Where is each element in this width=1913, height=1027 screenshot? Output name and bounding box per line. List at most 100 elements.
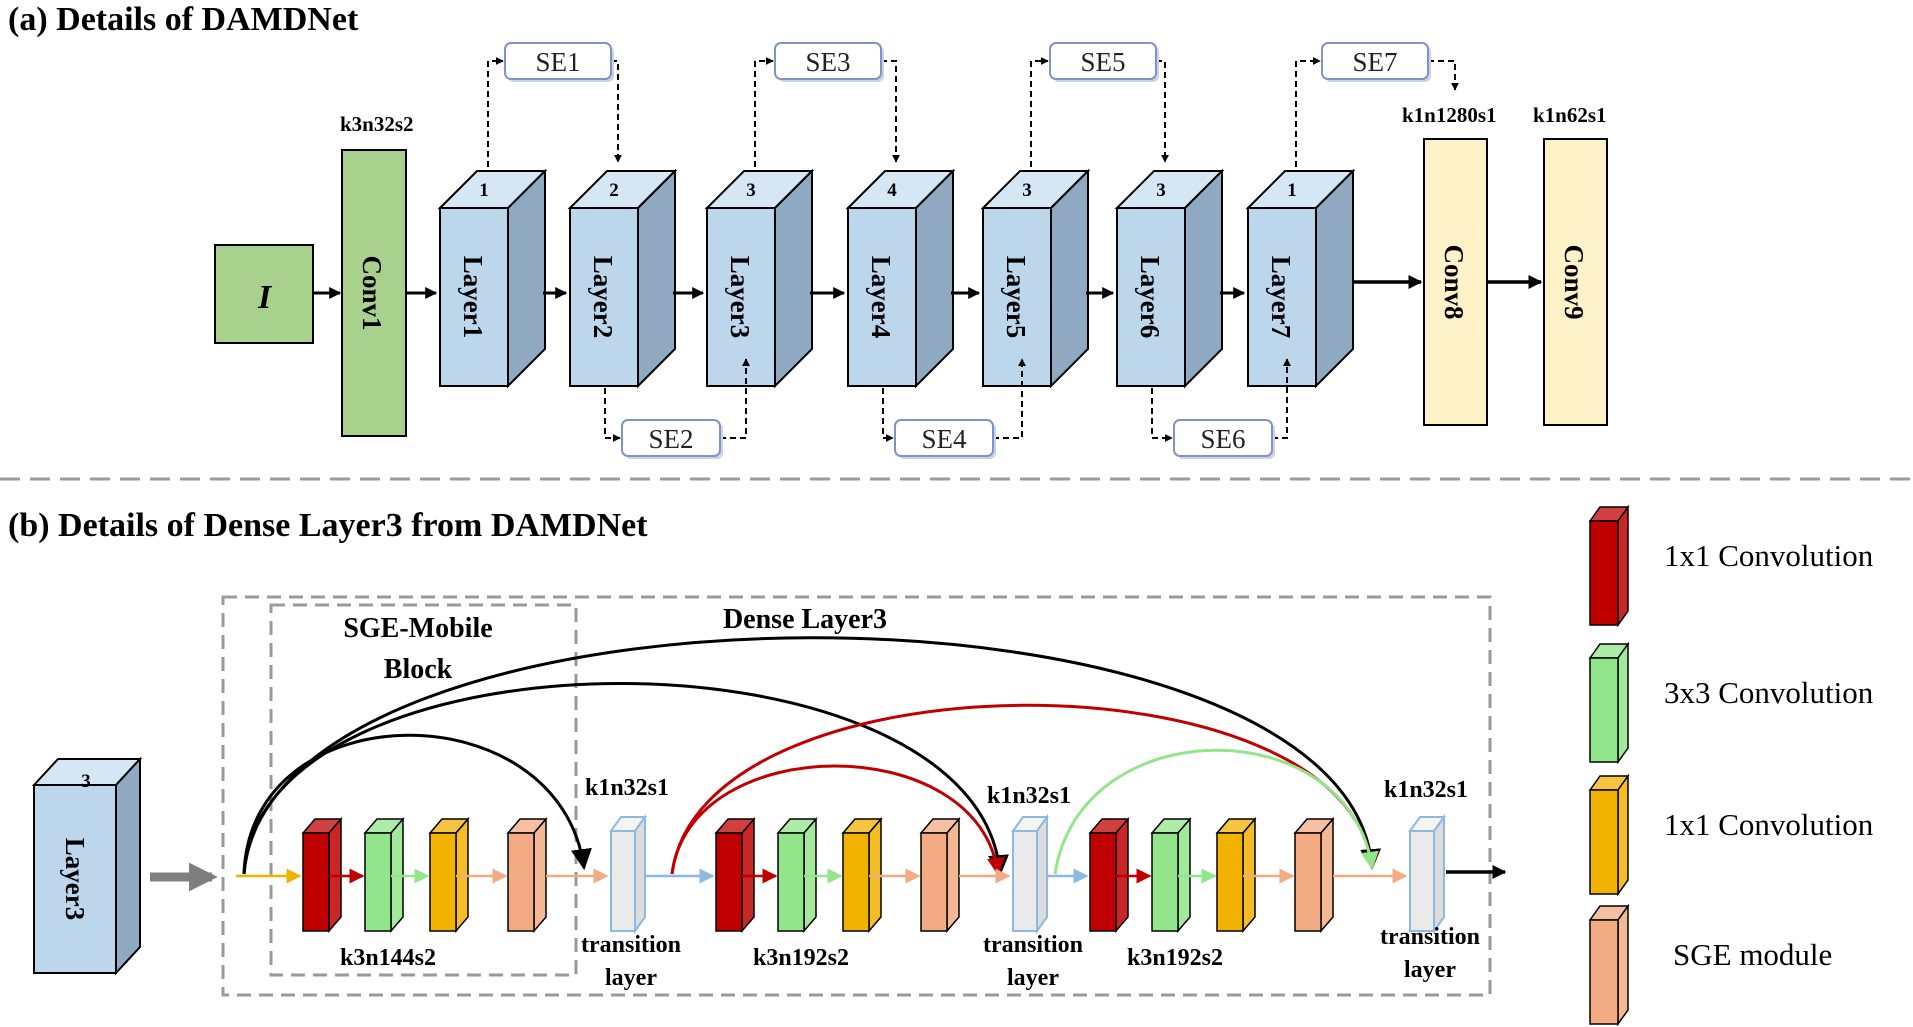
bar-front — [1151, 832, 1179, 932]
transition-side — [634, 813, 646, 935]
cube-side-face — [1184, 168, 1223, 389]
se-frame — [774, 42, 882, 80]
layer-label: Layer3 — [725, 256, 755, 338]
layer-repeat-num: 3 — [746, 180, 756, 201]
se-frame — [1321, 42, 1429, 80]
transition-label-2: layer — [605, 965, 657, 991]
input-block — [214, 244, 314, 344]
se-in-connector — [882, 388, 894, 442]
layer-label: Layer6 — [1135, 256, 1165, 338]
cube-side-face — [507, 168, 546, 389]
conv9-block — [1543, 138, 1608, 426]
se-label: SE2 — [648, 424, 693, 454]
se-label: SE1 — [535, 47, 580, 77]
se-out-connector — [1272, 358, 1291, 439]
input-layer3-num: 3 — [81, 771, 91, 792]
conv1-label: Conv1 — [357, 255, 387, 330]
transition-label-1: transition — [581, 932, 681, 958]
bar-side — [946, 816, 960, 934]
legend-label: 1x1 Convolution — [1664, 807, 1874, 842]
se-frame — [1049, 42, 1157, 80]
cube-side-face — [1050, 168, 1089, 389]
se-box-se5: SE5 — [1049, 42, 1159, 82]
cube-side-face — [774, 168, 813, 389]
layer-repeat-num: 3 — [1022, 180, 1032, 201]
se-in-connector — [1151, 388, 1173, 442]
bar-front — [429, 832, 457, 932]
se-box-se1: SE1 — [504, 42, 614, 82]
se-box-se7: SE7 — [1321, 42, 1431, 82]
layer-label: Layer7 — [1266, 256, 1296, 338]
se-frame — [621, 419, 721, 457]
input-label: I — [257, 279, 273, 316]
layer-cubes: 1Layer12Layer23Layer34Layer43Layer53Laye… — [437, 168, 1356, 389]
se-box-se2: SE2 — [621, 419, 723, 459]
layer-repeat-num: 3 — [1156, 180, 1166, 201]
skip-arc-3 — [242, 636, 1382, 875]
se-in-connector — [754, 57, 774, 167]
conv1x1-red-bar — [714, 816, 756, 934]
dense-stages: k3n144s2k1n32s1transitionlayerk3n192s2k1… — [236, 775, 1507, 991]
transition-layer-1: k1n32s1 transition layer — [581, 775, 681, 991]
layer-label: Layer4 — [866, 256, 896, 338]
cube-front-face — [1247, 207, 1317, 387]
legend-item: 3x3 Convolution — [1588, 641, 1874, 765]
legend-swatch — [1589, 919, 1619, 1025]
legend-item: SGE module — [1588, 903, 1832, 1027]
stage-param: k3n192s2 — [753, 945, 849, 971]
panel-b-title: (b) Details of Dense Layer3 from DAMDNet — [8, 507, 648, 544]
layer-label: Layer1 — [458, 256, 488, 338]
skip-arc-1 — [242, 733, 592, 875]
conv1-param: k3n32s2 — [340, 112, 414, 136]
bar-front — [507, 832, 535, 932]
cube-side-face — [637, 168, 676, 389]
transition-label-1: transition — [983, 932, 1083, 958]
skip-arc-red-1 — [670, 764, 1005, 876]
layer-repeat-num: 2 — [609, 180, 619, 201]
sge-module-bar — [506, 816, 548, 934]
sge-block-label-2: Block — [384, 654, 453, 685]
dense-layer-frame — [221, 595, 1492, 997]
transition-side — [1433, 813, 1445, 935]
bar-front — [715, 832, 743, 932]
transition-label-2: layer — [1007, 965, 1059, 991]
legend-label: 3x3 Convolution — [1664, 675, 1874, 710]
se-out-connector — [720, 358, 750, 439]
conv8-label: Conv8 — [1439, 244, 1469, 319]
layer-label: Layer2 — [588, 256, 618, 338]
legend-swatch-side — [1617, 773, 1629, 897]
transition-front — [1409, 830, 1435, 932]
conv9-label: Conv9 — [1559, 244, 1589, 319]
bar-front — [1294, 832, 1322, 932]
se-label: SE6 — [1200, 424, 1245, 454]
legend-swatch — [1589, 520, 1619, 626]
conv8-block — [1423, 138, 1488, 426]
conv9-param: k1n62s1 — [1533, 103, 1607, 127]
se-out-connector — [1428, 60, 1459, 91]
conv1x1-yellow-bar — [841, 816, 883, 934]
se-in-connector — [487, 57, 504, 167]
se-in-connector — [1295, 57, 1321, 167]
layer-repeat-num: 1 — [1287, 180, 1297, 201]
cube-front-face — [439, 207, 509, 387]
transition-label-2: layer — [1404, 957, 1456, 983]
layer-repeat-num: 4 — [887, 180, 897, 201]
transition-param: k1n32s1 — [585, 775, 669, 801]
se-box-se3: SE3 — [774, 42, 884, 82]
se-frame — [894, 419, 994, 457]
cube-side-face — [1315, 168, 1354, 389]
stage-param: k3n192s2 — [1127, 945, 1223, 971]
conv8-param: k1n1280s1 — [1402, 103, 1497, 127]
bar-side — [533, 816, 547, 934]
conv3x3-green-bar — [1150, 816, 1192, 934]
bar-front — [1216, 832, 1244, 932]
dense-layer-label: Dense Layer3 — [723, 604, 887, 635]
se-label: SE7 — [1352, 47, 1397, 77]
se-box-se6: SE6 — [1173, 419, 1275, 459]
legend-swatch-side — [1617, 641, 1629, 765]
